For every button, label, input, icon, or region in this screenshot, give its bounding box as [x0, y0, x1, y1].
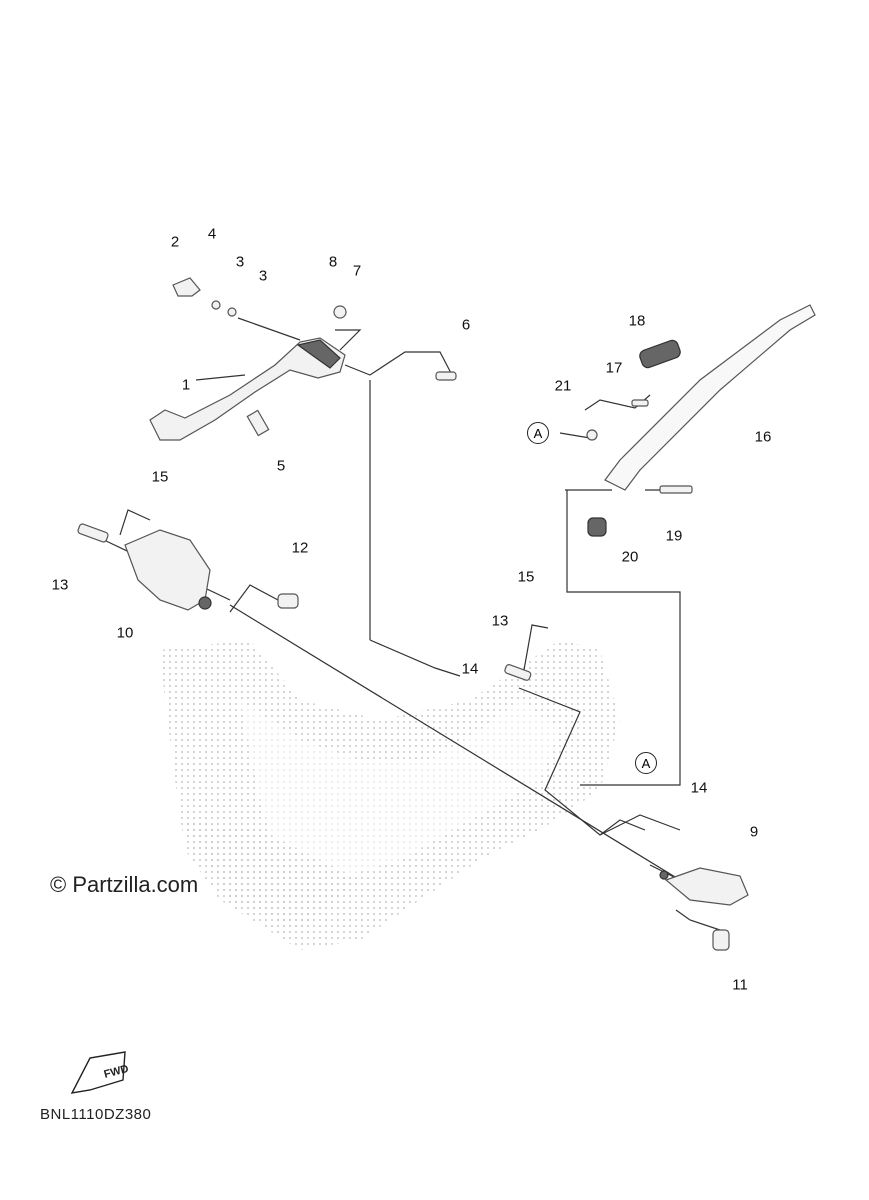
- frame-outline: [160, 640, 620, 950]
- part-pin-12: [277, 593, 299, 609]
- part-footrest-10: [124, 529, 212, 611]
- part-clip-21: [586, 429, 598, 441]
- callout-16: 16: [754, 428, 772, 446]
- part-washers-3: [211, 300, 237, 317]
- callout-3b: 3: [258, 267, 268, 285]
- part-spring-13b: [504, 664, 532, 681]
- callout-15a: 15: [151, 468, 169, 486]
- fwd-arrow-icon: FWD: [70, 1051, 130, 1094]
- callout-14b: 14: [690, 779, 708, 797]
- part-spring-13a: [77, 523, 109, 543]
- part-pin-11: [712, 929, 730, 951]
- part-pin-6: [435, 371, 457, 381]
- callout-13a: 13: [51, 576, 69, 594]
- callout-11: 11: [732, 976, 748, 994]
- callout-1: 1: [181, 376, 191, 394]
- part-bolt-19: [659, 485, 693, 494]
- part-pin-17: [631, 399, 649, 407]
- callout-3a: 3: [235, 253, 245, 271]
- part-bolt-2: [172, 277, 201, 297]
- part-footrest-9: [659, 867, 749, 906]
- callout-19: 19: [665, 527, 683, 545]
- reference-a-bottom: A: [635, 752, 657, 774]
- part-brake-pedal: [149, 337, 346, 441]
- part-spring-5: [246, 409, 270, 437]
- callout-12: 12: [291, 539, 309, 557]
- callout-5: 5: [276, 457, 286, 475]
- part-grip-18: [639, 339, 681, 369]
- leader-lines: [103, 317, 721, 931]
- callout-4: 4: [207, 225, 217, 243]
- callout-15b: 15: [517, 568, 535, 586]
- callout-9: 9: [749, 823, 759, 841]
- callout-18: 18: [628, 312, 646, 330]
- callout-17: 17: [605, 359, 623, 377]
- callout-13b: 13: [491, 612, 509, 630]
- part-ring-7: [333, 305, 347, 319]
- reference-a-top: A: [527, 422, 549, 444]
- part-brake-rod-16: [604, 304, 816, 491]
- callout-6: 6: [461, 316, 471, 334]
- callout-8: 8: [328, 253, 338, 271]
- copyright-text: © Partzilla.com: [50, 872, 199, 897]
- callout-2: 2: [170, 233, 180, 251]
- callout-21: 21: [554, 377, 572, 395]
- callout-10: 10: [116, 624, 134, 642]
- callout-20: 20: [621, 548, 639, 566]
- callout-14a: 14: [461, 660, 479, 678]
- callout-7: 7: [352, 262, 362, 280]
- part-nut-20: [587, 517, 607, 537]
- diagram-code: BNL1110DZ380: [40, 1106, 152, 1123]
